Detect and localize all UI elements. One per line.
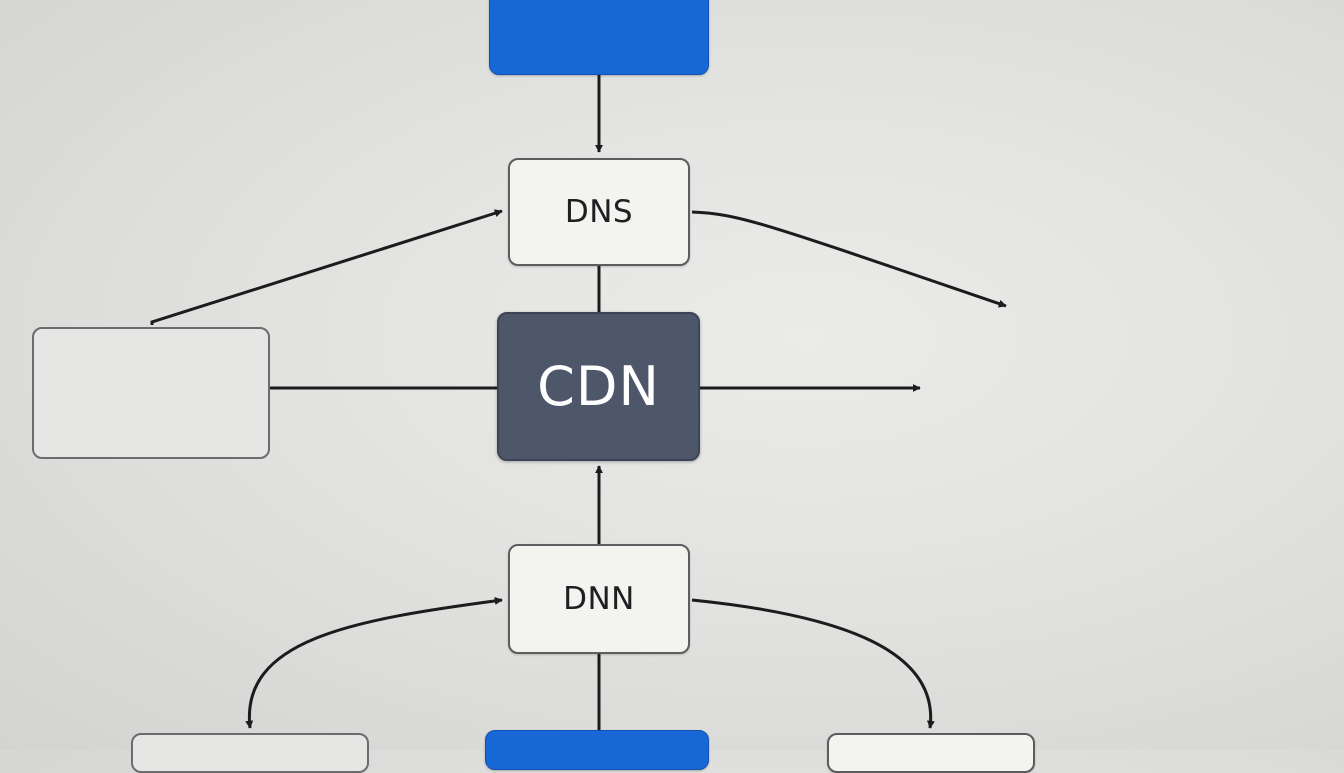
cdn-node: CDN	[497, 312, 700, 461]
diagram-canvas: DNS CDN DNN	[32, 0, 1035, 773]
edge-dns-out	[691, 210, 1007, 308]
dnn-node: DNN	[508, 544, 690, 654]
dns-node: DNS	[508, 158, 690, 266]
left-empty-node	[32, 327, 270, 459]
edge-left-to-dns	[150, 209, 503, 325]
dnn-node-label: DNN	[563, 581, 635, 617]
top-blue-node	[489, 0, 709, 75]
bottom-blue-node	[485, 730, 709, 770]
edge-dnn-left-curve	[245, 596, 503, 729]
dns-node-label: DNS	[564, 194, 634, 230]
cdn-node-label: CDN	[537, 355, 660, 418]
bottom-left-node	[131, 733, 369, 773]
bottom-right-node	[827, 733, 1035, 773]
edge-dnn-right-curve	[691, 598, 935, 729]
connector-layer	[150, 75, 1007, 730]
